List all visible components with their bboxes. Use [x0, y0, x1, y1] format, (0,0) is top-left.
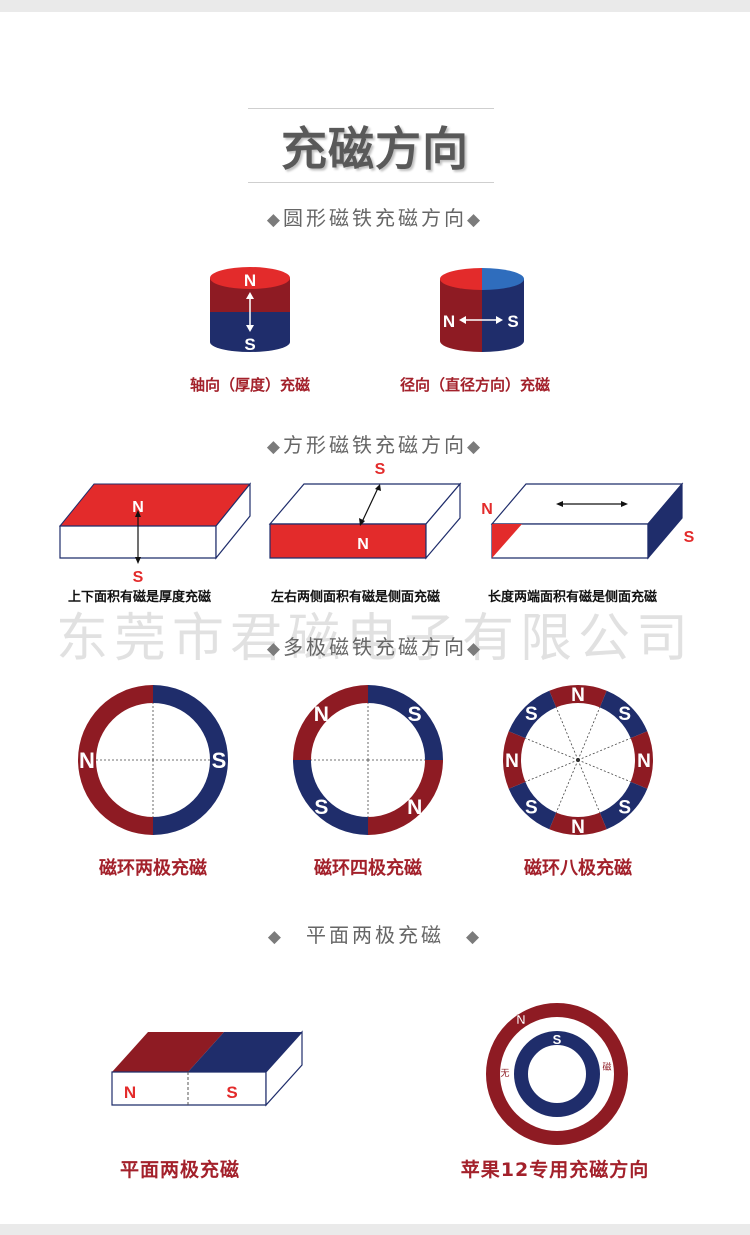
pole-label: S [618, 704, 631, 725]
pole-label: N [443, 312, 455, 331]
pole-label: N [124, 1083, 136, 1102]
ring-spoke [525, 759, 579, 783]
caption-side: 左右两侧面积有磁是侧面充磁 [270, 590, 440, 605]
pole-label: S [375, 461, 386, 478]
top-bar [0, 0, 750, 12]
section-square-label: 方形磁铁充磁方向 [283, 433, 467, 457]
section-title-square: ◆方形磁铁充磁方向◆ [0, 429, 750, 458]
block-side-diagram: S N [268, 461, 462, 560]
ring-segment [293, 685, 368, 760]
pole-label: S [684, 529, 695, 546]
ring-segment [599, 690, 648, 739]
caption-length: 长度两端面积有磁是侧面充磁 [487, 590, 657, 605]
ring-eight-pole-diagram: N S N S N S N S [503, 685, 653, 838]
caption-ring-four: 磁环四极充磁 [314, 858, 422, 879]
ring-segment [549, 685, 607, 708]
caption-thickness: 上下面积有磁是厚度充磁 [67, 590, 211, 605]
title-rule-top [248, 108, 494, 109]
pole-label: S [525, 704, 538, 725]
pole-label: S [408, 703, 422, 726]
ring-segment [153, 685, 228, 835]
ring-segment [368, 685, 443, 760]
pole-label: S [133, 569, 144, 586]
section-round-label: 圆形磁铁充磁方向 [283, 206, 467, 230]
ring-spoke [577, 759, 601, 813]
magnet-label: 磁 [602, 1061, 611, 1073]
pole-label: N [314, 703, 329, 726]
no-magnet-label: 无 [500, 1068, 509, 1079]
pole-label: S [212, 748, 227, 773]
caption-radial: 径向（直径方向）充磁 [399, 376, 550, 394]
pole-label: S [244, 335, 255, 354]
section-title-planar: ◆ 平面两极充磁 ◆ [0, 919, 750, 948]
ring-four-pole-diagram: N S N S [293, 685, 443, 835]
section-title-round: ◆圆形磁铁充磁方向◆ [0, 202, 750, 231]
pole-label: N [407, 796, 422, 819]
diamond-icon: ◆ [467, 210, 484, 230]
pole-label: N [516, 1012, 525, 1027]
ring-segment [599, 781, 648, 830]
page-title: 充磁方向 [281, 122, 469, 176]
section-planar-label: 平面两极充磁 [306, 923, 444, 947]
pole-label: N [357, 536, 369, 553]
caption-ring-two: 磁环两极充磁 [99, 858, 207, 879]
pole-label: S [553, 1032, 562, 1047]
section-title-multipole: ◆多极磁铁充磁方向◆ [0, 631, 750, 660]
block-thickness-diagram: N S [58, 482, 252, 586]
ring-segment [508, 690, 557, 739]
ring-spoke [555, 707, 579, 761]
pole-label: N [571, 817, 585, 838]
ring-segment [368, 760, 443, 835]
bottom-bar [0, 1224, 750, 1235]
pole-label: N [481, 501, 493, 518]
section-multipole-label: 多极磁铁充磁方向 [283, 635, 467, 659]
ring-spoke [577, 707, 601, 761]
ring-segment [630, 731, 653, 789]
caption-flat: 平面两极充磁 [119, 1159, 240, 1181]
diamond-icon: ◆ [467, 639, 484, 659]
axial-cylinder-diagram: N S [210, 267, 290, 354]
radial-cylinder-diagram: N S [440, 268, 524, 352]
diamond-icon: ◆ [266, 639, 283, 659]
diamond-icon: ◆ [266, 437, 283, 457]
diamond-icon: ◆ [267, 927, 284, 947]
pole-label: N [79, 748, 95, 773]
pole-label: S [314, 796, 328, 819]
ring-spoke [555, 759, 579, 813]
diamond-icon: ◆ [466, 927, 483, 947]
pole-label: S [618, 798, 631, 819]
diamond-icon: ◆ [266, 210, 283, 230]
ring-segment [549, 812, 607, 835]
flat-two-pole-diagram: N S [111, 1030, 303, 1107]
diamond-icon: ◆ [467, 437, 484, 457]
pole-label: N [571, 685, 585, 706]
ring-spoke [525, 737, 579, 761]
caption-iphone12: 苹果12专用充磁方向 [460, 1159, 650, 1181]
pole-label: S [525, 798, 538, 819]
ring-segment [293, 760, 368, 835]
pole-label: S [507, 312, 518, 331]
ring-segment [503, 731, 526, 789]
ring-spoke [577, 737, 631, 761]
caption-axial: 轴向（厚度）充磁 [189, 376, 310, 394]
ring-spoke [577, 759, 631, 783]
ring-center-dot [576, 758, 580, 762]
ring-segment [78, 685, 153, 835]
ring-segment [508, 781, 557, 830]
pole-label: N [132, 499, 144, 516]
pole-label: N [244, 271, 256, 290]
pole-label: S [226, 1083, 237, 1102]
pole-label: N [505, 751, 519, 772]
title-rule-bottom [248, 182, 494, 183]
iphone12-ring-diagram: N S 无 磁 [486, 1003, 628, 1145]
caption-ring-eight: 磁环八极充磁 [524, 858, 632, 879]
block-length-diagram: N S [481, 482, 695, 560]
pole-label: N [637, 751, 651, 772]
